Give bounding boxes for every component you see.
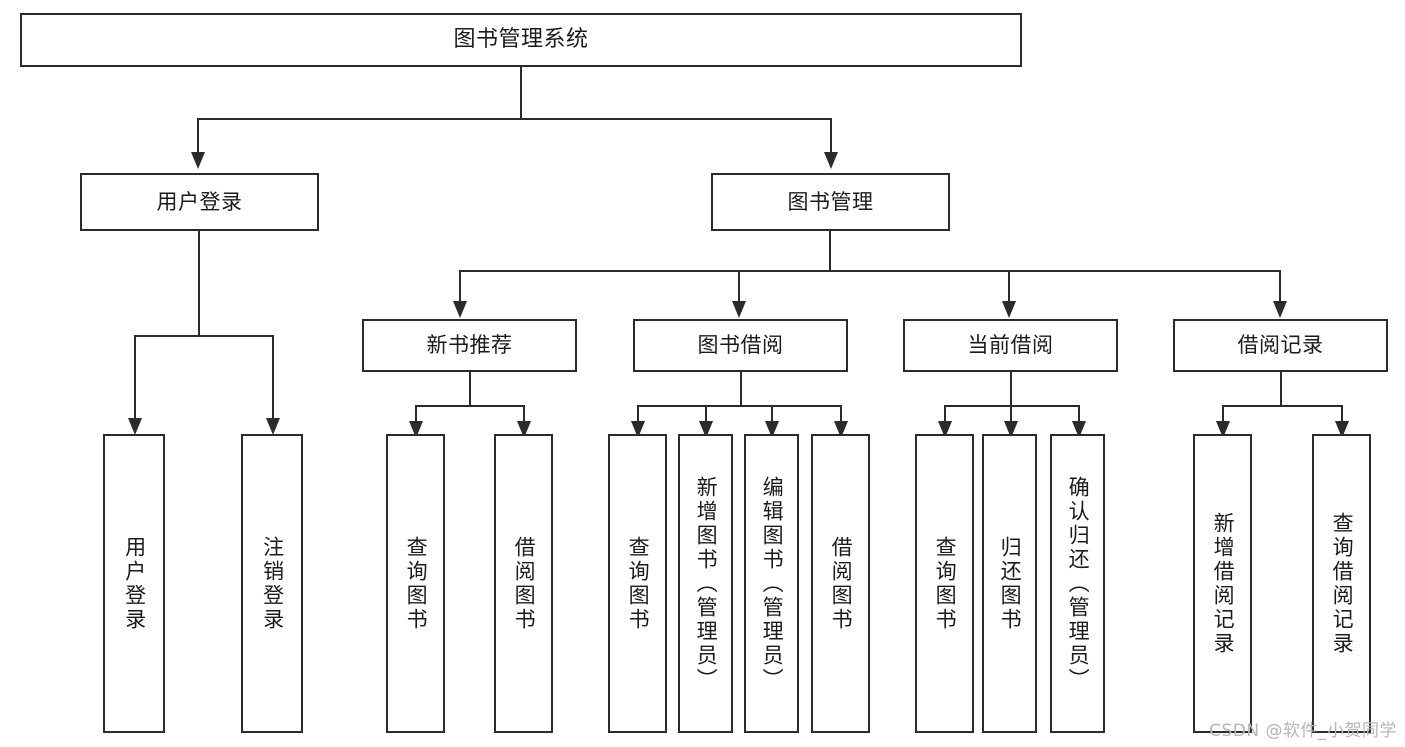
node-leaf-confirm-return-label: 确认归还（管理员） [1066, 475, 1091, 692]
node-new-book-recommend[interactable]: 新书推荐 [362, 319, 577, 372]
connector-bm-drop-3 [1008, 270, 1010, 303]
node-leaf-query-book-1-label: 查询图书 [404, 535, 429, 632]
connector-cb-drop-3 [1078, 405, 1080, 423]
connector-root-to-user-login [197, 118, 199, 154]
node-book-management-label: 图书管理 [787, 189, 874, 214]
arrowhead-user-login [191, 152, 205, 169]
connector-br-drop-1 [1222, 405, 1224, 423]
node-leaf-add-record[interactable]: 新增借阅记录 [1193, 434, 1252, 733]
node-leaf-query-record-label: 查询借阅记录 [1330, 511, 1355, 656]
node-leaf-user-login[interactable]: 用户登录 [103, 434, 165, 733]
connector-nbr-stem [469, 372, 471, 407]
arrowhead-book-borrow [732, 301, 746, 318]
connector-user-login-drop-2 [272, 335, 274, 420]
connector-bm-drop-1 [459, 270, 461, 303]
connector-root-stem [520, 67, 522, 119]
connector-bb-drop-2 [705, 405, 707, 423]
connector-nbr-drop-2 [523, 405, 525, 423]
node-leaf-query-book-3-label: 查询图书 [933, 535, 958, 632]
arrowhead-book-management [824, 152, 838, 169]
node-leaf-user-logout-label: 注销登录 [260, 535, 285, 632]
connector-user-login-drop-1 [134, 335, 136, 420]
connector-book-management-stem [829, 231, 831, 272]
connector-bm-drop-2 [738, 270, 740, 303]
node-leaf-add-book-label: 新增图书（管理员） [694, 475, 719, 692]
node-new-book-recommend-label: 新书推荐 [426, 333, 513, 358]
connector-cb-drop-2 [1010, 405, 1012, 423]
connector-root-bus [197, 118, 832, 120]
node-leaf-confirm-return[interactable]: 确认归还（管理员） [1050, 434, 1105, 733]
node-current-borrow-label: 当前借阅 [967, 333, 1054, 358]
arrowhead-leaf-borrow-book-1 [517, 421, 531, 438]
node-leaf-add-book[interactable]: 新增图书（管理员） [678, 434, 733, 733]
arrowhead-leaf-query-record [1335, 421, 1349, 438]
connector-br-drop-2 [1341, 405, 1343, 423]
arrowhead-new-book-recommend [453, 301, 467, 318]
node-book-borrow[interactable]: 图书借阅 [633, 319, 848, 372]
arrowhead-leaf-borrow-book-2 [834, 421, 848, 438]
node-leaf-borrow-book-1[interactable]: 借阅图书 [494, 434, 553, 733]
connector-br-bus [1222, 405, 1343, 407]
node-leaf-return-book-label: 归还图书 [998, 535, 1023, 632]
connector-root-to-book-management [830, 118, 832, 154]
connector-cb-drop-1 [944, 405, 946, 423]
connector-br-stem [1280, 372, 1282, 407]
arrowhead-borrow-record [1273, 301, 1287, 318]
connector-bb-bus [637, 405, 842, 407]
connector-bb-drop-1 [637, 405, 639, 423]
connector-bm-drop-4 [1279, 270, 1281, 303]
node-leaf-query-book-2-label: 查询图书 [626, 535, 651, 632]
node-leaf-query-book-3[interactable]: 查询图书 [915, 434, 974, 733]
connector-cb-stem [1010, 372, 1012, 407]
node-user-login[interactable]: 用户登录 [80, 173, 319, 231]
node-root-label: 图书管理系统 [453, 27, 589, 53]
node-leaf-edit-book-label: 编辑图书（管理员） [760, 475, 785, 692]
node-user-login-label: 用户登录 [156, 189, 243, 214]
node-leaf-user-login-label: 用户登录 [122, 535, 147, 632]
connector-book-management-bus [459, 270, 1281, 272]
node-leaf-edit-book[interactable]: 编辑图书（管理员） [744, 434, 799, 733]
node-leaf-query-book-1[interactable]: 查询图书 [386, 434, 445, 733]
connector-bb-drop-3 [771, 405, 773, 423]
node-root[interactable]: 图书管理系统 [20, 13, 1022, 67]
connector-nbr-bus [415, 405, 525, 407]
arrowhead-leaf-query-book-1 [409, 421, 423, 438]
arrowhead-leaf-user-login [128, 418, 142, 435]
arrowhead-leaf-edit-book [765, 421, 779, 438]
node-leaf-borrow-book-1-label: 借阅图书 [512, 535, 537, 632]
node-leaf-query-record[interactable]: 查询借阅记录 [1312, 434, 1371, 733]
arrowhead-leaf-confirm-return [1072, 421, 1086, 438]
arrowhead-leaf-add-record [1216, 421, 1230, 438]
arrowhead-current-borrow [1002, 301, 1016, 318]
arrowhead-leaf-query-book-2 [631, 421, 645, 438]
node-borrow-record-label: 借阅记录 [1237, 333, 1324, 358]
node-leaf-add-record-label: 新增借阅记录 [1211, 511, 1236, 656]
node-current-borrow[interactable]: 当前借阅 [903, 319, 1118, 372]
node-leaf-borrow-book-2[interactable]: 借阅图书 [811, 434, 870, 733]
connector-nbr-drop-1 [415, 405, 417, 423]
connector-user-login-bus [134, 335, 274, 337]
arrowhead-leaf-query-book-3 [938, 421, 952, 438]
csdn-watermark: CSDN @软件_小贺同学 [1209, 721, 1397, 741]
node-book-management[interactable]: 图书管理 [711, 173, 950, 231]
arrowhead-leaf-user-logout [266, 418, 280, 435]
connector-user-login-stem [198, 231, 200, 336]
node-leaf-query-book-2[interactable]: 查询图书 [608, 434, 667, 733]
node-borrow-record[interactable]: 借阅记录 [1173, 319, 1388, 372]
connector-cb-bus [944, 405, 1080, 407]
node-leaf-user-logout[interactable]: 注销登录 [241, 434, 303, 733]
arrowhead-leaf-return-book [1004, 421, 1018, 438]
arrowhead-leaf-add-book [699, 421, 713, 438]
connector-bb-drop-4 [840, 405, 842, 423]
node-leaf-return-book[interactable]: 归还图书 [982, 434, 1037, 733]
node-book-borrow-label: 图书借阅 [697, 333, 784, 358]
connector-bb-stem [740, 372, 742, 407]
node-leaf-borrow-book-2-label: 借阅图书 [829, 535, 854, 632]
